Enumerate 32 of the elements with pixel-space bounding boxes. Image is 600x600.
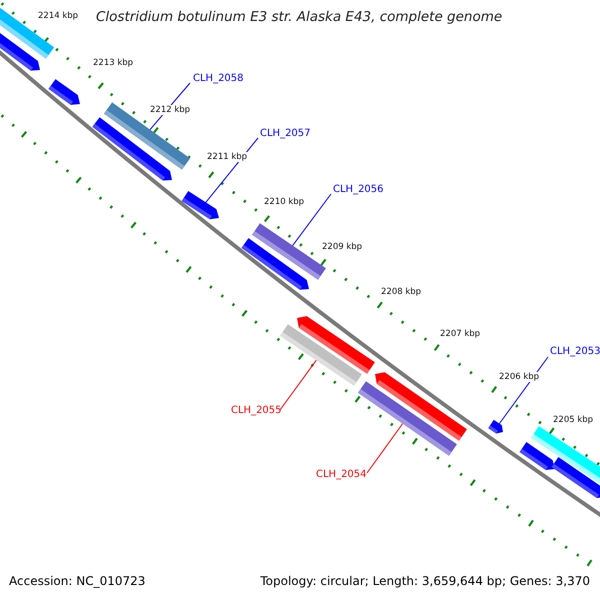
gene-feature xyxy=(182,190,219,220)
gene-feature xyxy=(48,79,80,105)
scale-label: 2213 kbp xyxy=(93,58,134,68)
scale-label: 2209 kbp xyxy=(322,242,362,252)
leader-line xyxy=(292,194,332,246)
scale-label: 2211 kbp xyxy=(207,152,248,162)
gene-label: CLH_2053 xyxy=(550,346,600,358)
scale-label: 2207 kbp xyxy=(440,329,480,340)
scale-label: 2212 kbp xyxy=(150,105,190,116)
gene-label: CLH_2056 xyxy=(333,184,384,196)
gene-feature xyxy=(358,381,457,456)
gene-feature xyxy=(92,117,172,181)
scale-label: 2206 kbp xyxy=(499,372,540,382)
gene-feature xyxy=(0,31,40,71)
gene-label: CLH_2058 xyxy=(193,73,244,85)
map-title: Clostridium botulinum E3 str. Alaska E43, complete genome xyxy=(96,9,502,26)
scale-label: 2208 kbp xyxy=(381,287,422,298)
gene-feature xyxy=(520,442,555,470)
scale-label: 2210 kbp xyxy=(264,197,304,208)
leader-line xyxy=(280,360,317,410)
gene-label: CLH_2057 xyxy=(260,128,311,140)
leader-line xyxy=(366,423,404,474)
gene-label: CLH_2055 xyxy=(231,405,282,417)
gene-label: CLH_2054 xyxy=(316,469,367,481)
accession-text: Accession: NC_010723 xyxy=(9,574,146,588)
gene-feature xyxy=(488,420,503,434)
gene-feature xyxy=(242,238,309,290)
genome-info-text: Topology: circular; Length: 3,659,644 bp; Genes: 3,370 xyxy=(260,574,590,588)
scale-label: 2205 kbp xyxy=(553,415,594,426)
gene-feature xyxy=(552,457,600,498)
gene-feature xyxy=(280,324,362,386)
scale-label: 2214 kbp xyxy=(38,11,78,22)
